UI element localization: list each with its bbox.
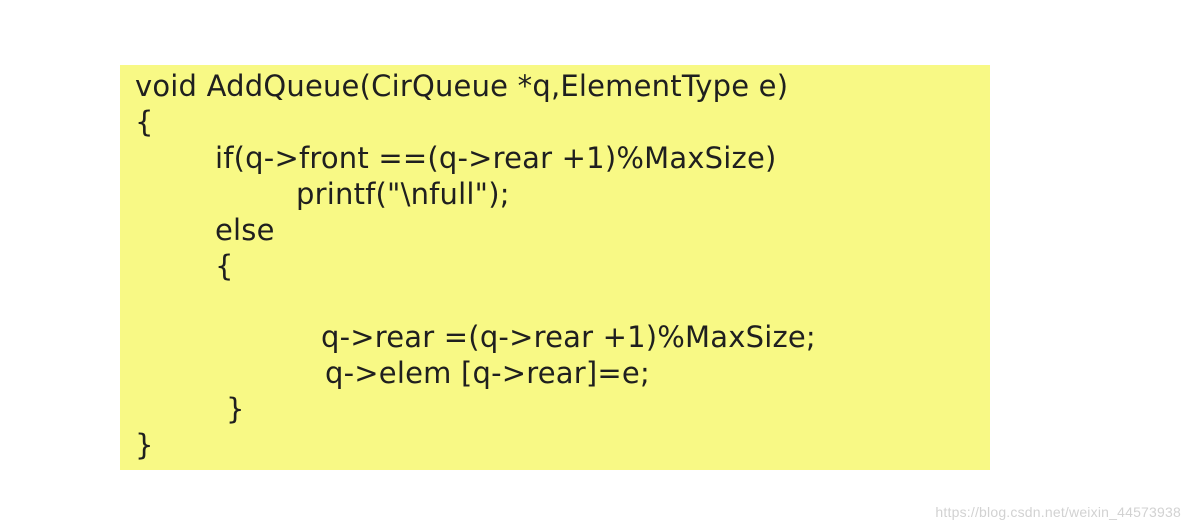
code-panel: void AddQueue(CirQueue *q,ElementType e)… bbox=[120, 65, 990, 470]
code-line-7: q->rear =(q->rear +1)%MaxSize; bbox=[321, 320, 816, 354]
code-line-1: void AddQueue(CirQueue *q,ElementType e) bbox=[135, 69, 789, 103]
watermark: https://blog.csdn.net/weixin_44573938 bbox=[935, 504, 1181, 520]
code-line-4: printf("\nfull"); bbox=[296, 177, 510, 211]
code-line-9: } bbox=[226, 392, 245, 426]
code-line-2: { bbox=[135, 105, 154, 139]
code-line-8: q->elem [q->rear]=e; bbox=[325, 356, 650, 390]
code-line-10: } bbox=[135, 428, 154, 462]
code-line-6: { bbox=[215, 249, 234, 283]
code-line-3: if(q->front ==(q->rear +1)%MaxSize) bbox=[215, 141, 777, 175]
code-line-5: else bbox=[215, 213, 275, 247]
